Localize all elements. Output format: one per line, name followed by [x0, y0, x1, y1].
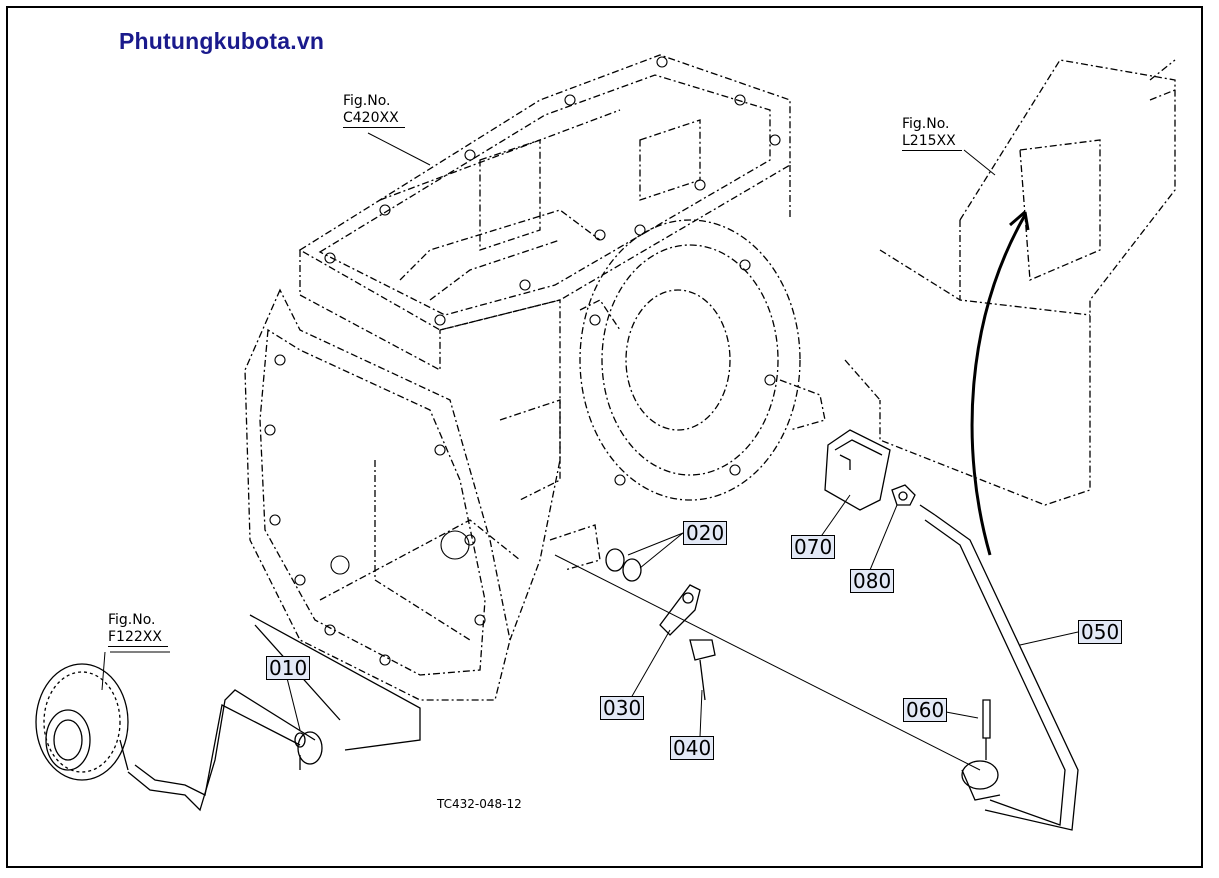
callout-070[interactable]: 070: [791, 535, 836, 559]
assembly-axis: [554, 554, 981, 771]
orings-020: [605, 548, 642, 582]
fig-ref-label: Fig.No.: [902, 116, 950, 132]
fig-ref-c420xx: Fig.No. C420XX: [343, 93, 405, 128]
rotation-arrow: [970, 214, 1027, 556]
callout-020[interactable]: 020: [683, 521, 728, 545]
callout-050[interactable]: 050: [1078, 620, 1123, 644]
pin-060: [982, 699, 991, 760]
callout-010[interactable]: 010: [266, 656, 311, 680]
fig-ref-code: F122XX: [108, 629, 168, 647]
fig-ref-f122xx: Fig.No. F122XX: [108, 612, 168, 647]
leader-lines: [101, 132, 1079, 738]
drawing-code: TC432-048-12: [437, 797, 522, 811]
fig-ref-label: Fig.No.: [343, 93, 391, 109]
fig-ref-l215xx: Fig.No. L215XX: [902, 116, 962, 151]
fender-l215xx: [844, 59, 1176, 506]
callout-030[interactable]: 030: [600, 696, 645, 720]
plate-030: [659, 584, 701, 636]
nut-080: [891, 484, 936, 516]
fig-ref-label: Fig.No.: [108, 612, 156, 628]
diagram-frame: [6, 6, 1203, 868]
fig-ref-code: C420XX: [343, 110, 405, 128]
callout-080[interactable]: 080: [850, 569, 895, 593]
callout-060[interactable]: 060: [903, 698, 948, 722]
bolt-040: [689, 639, 716, 701]
fig-ref-code: L215XX: [902, 133, 962, 151]
case-bolt-holes: [264, 56, 781, 666]
shaft-010: [127, 689, 323, 812]
brand-watermark: Phutungkubota.vn: [119, 28, 325, 54]
transmission-case: [244, 54, 826, 701]
gear-f122xx: [35, 663, 129, 781]
lever-050: [924, 514, 1079, 831]
callout-040[interactable]: 040: [670, 736, 715, 760]
base-plane-lines: [249, 614, 421, 751]
knob-070: [824, 429, 891, 511]
